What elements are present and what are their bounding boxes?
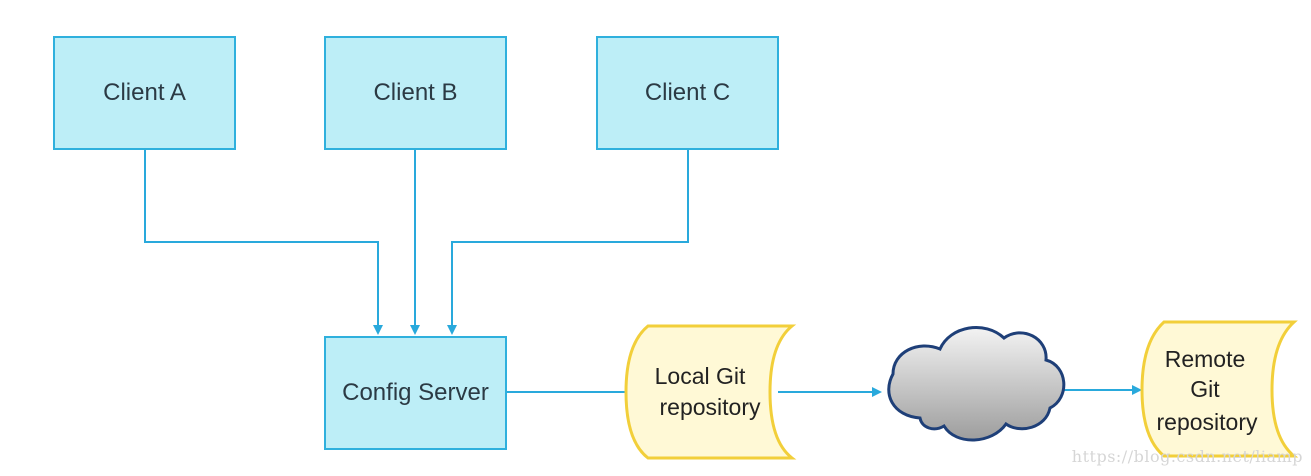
- client-b-box: Client B: [324, 36, 507, 150]
- client-a-label: Client A: [103, 79, 186, 106]
- remote-git-label-line-2: Git: [1190, 376, 1220, 402]
- client-c-box: Client C: [596, 36, 779, 150]
- connector-client-c: [447, 150, 689, 335]
- client-c-label: Client C: [644, 79, 731, 106]
- cloud-icon: [887, 325, 1066, 442]
- local-git-label-line-1: Local Git: [655, 363, 746, 389]
- remote-git-repository-node: Remote Git repository: [1140, 320, 1299, 458]
- remote-git-label-line-1: Remote: [1165, 346, 1246, 372]
- watermark-url: https://blog.csdn.net/liamp: [1071, 447, 1303, 466]
- connector-client-a: [144, 150, 383, 335]
- config-server-label: Config Server: [342, 379, 489, 406]
- config-server-box: Config Server: [324, 336, 507, 450]
- client-a-box: Client A: [53, 36, 236, 150]
- local-git-repository-node: Local Git repository: [624, 324, 797, 460]
- local-git-label-line-2: repository: [660, 394, 761, 420]
- client-b-label: Client B: [373, 79, 458, 106]
- remote-git-label-line-3: repository: [1157, 409, 1258, 435]
